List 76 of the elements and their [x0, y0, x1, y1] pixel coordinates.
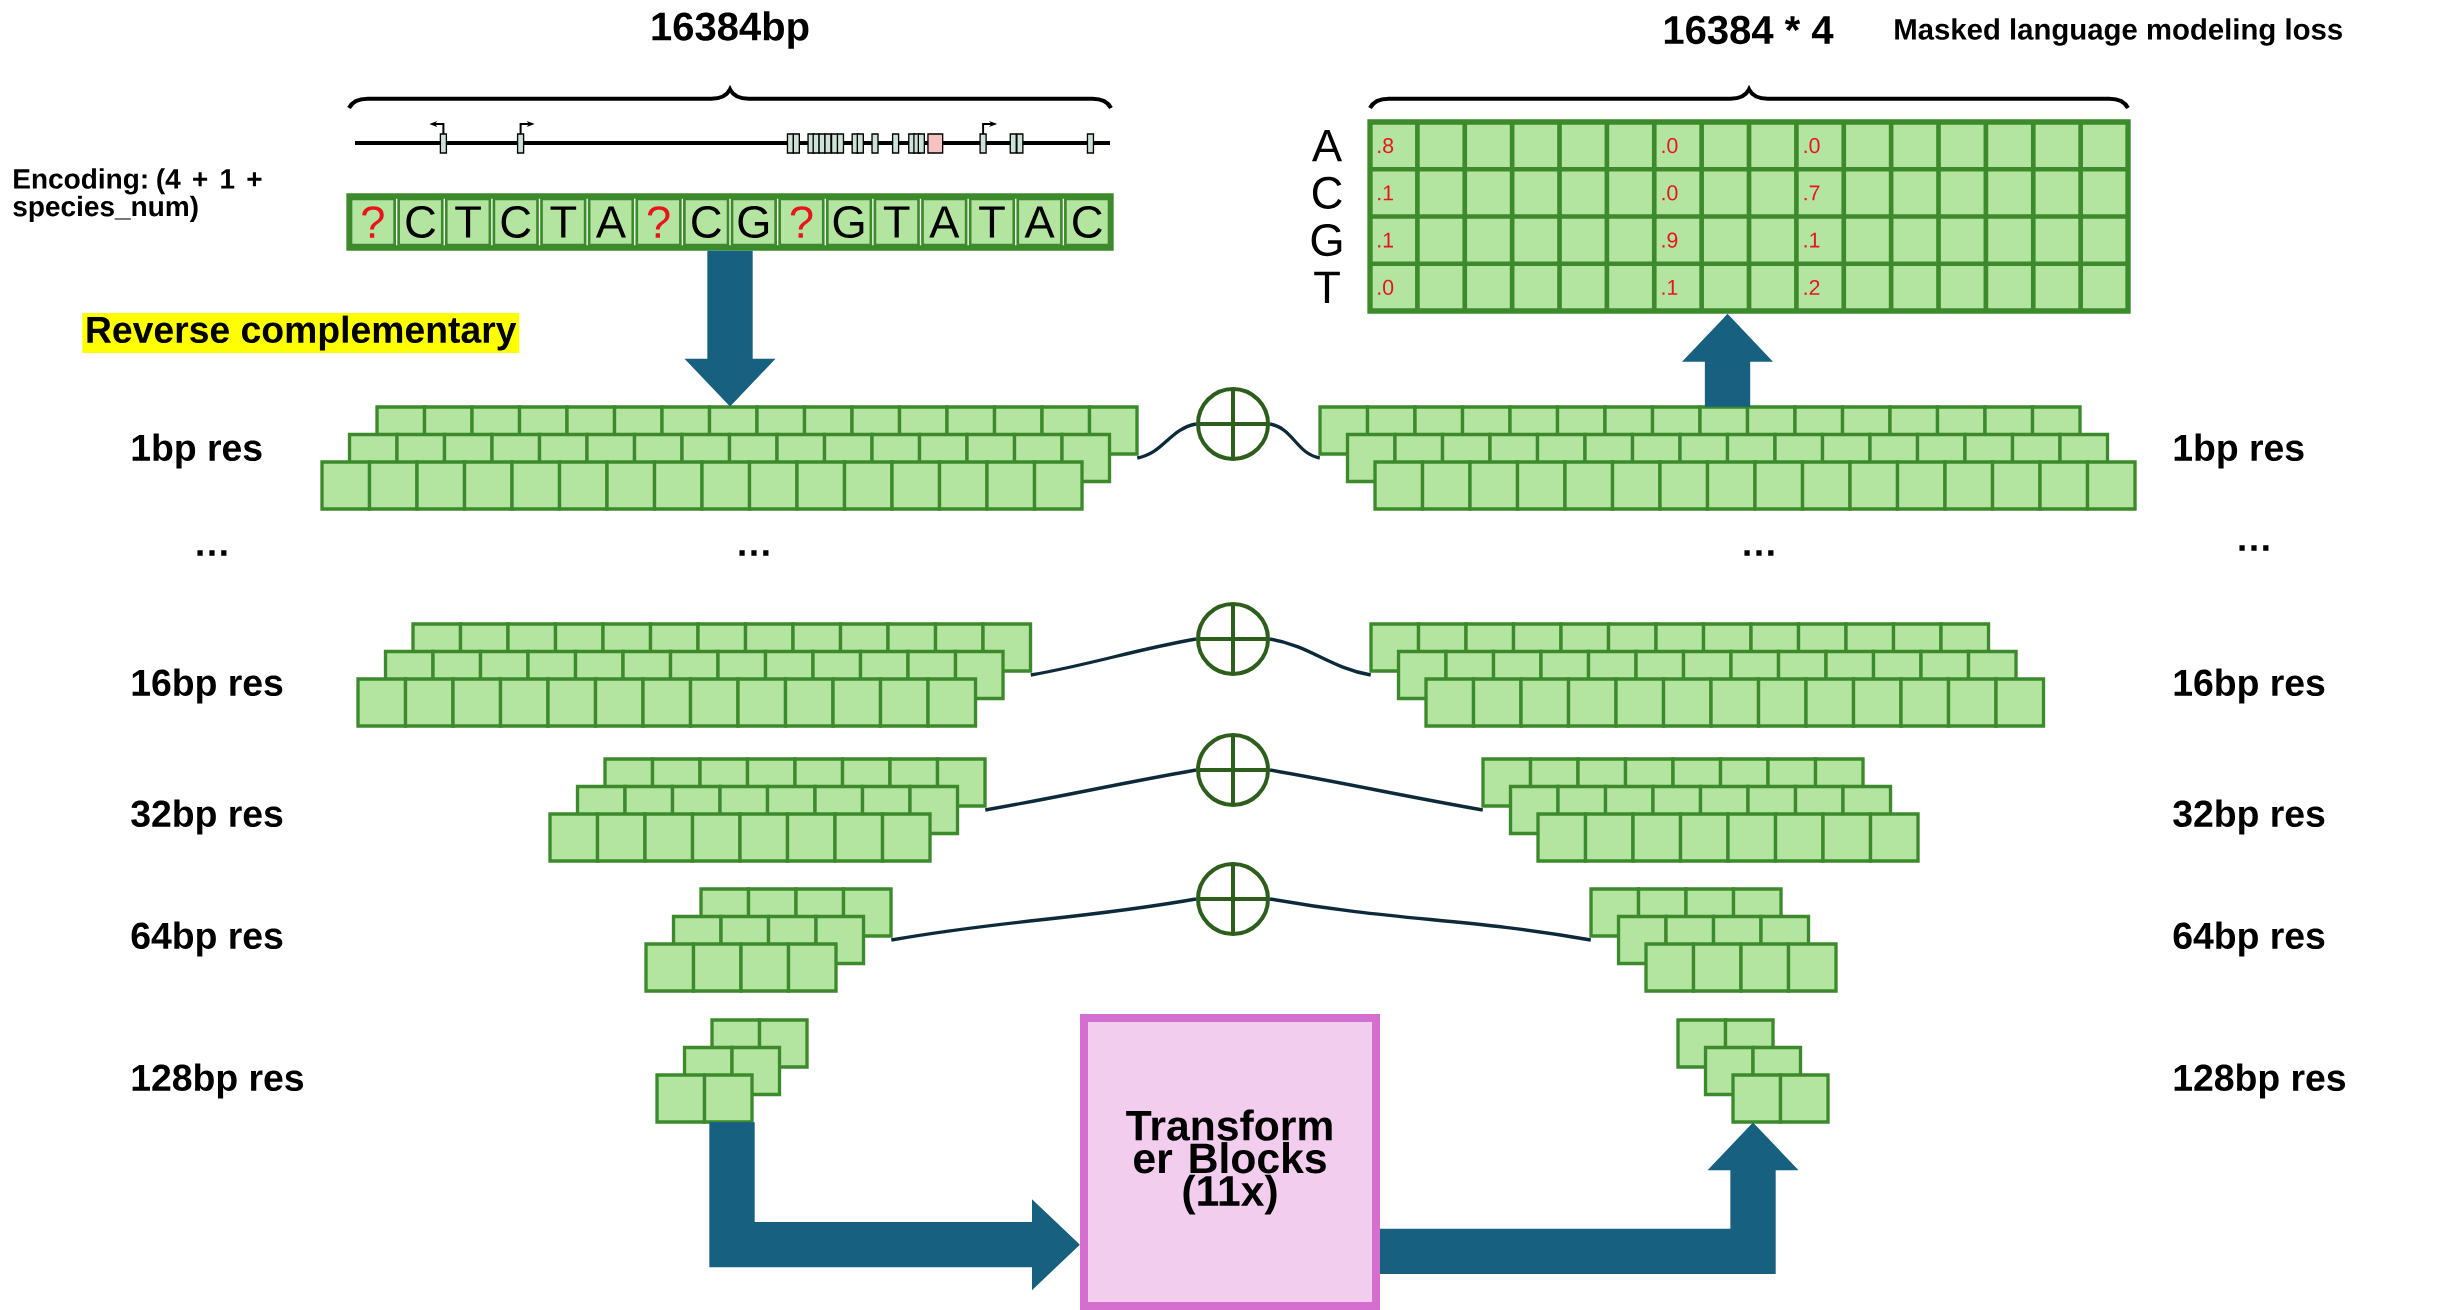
- ellipsis: …: [197, 550, 227, 556]
- loss-label: Masked language modeling loss: [1895, 18, 2342, 46]
- nucleotide-cell: T: [540, 197, 587, 247]
- skip-connection-line: [1030, 637, 1197, 677]
- feature-map-stack: [1369, 622, 2046, 728]
- skip-connection-line: [1269, 768, 1484, 812]
- base-letter: A: [1312, 130, 1343, 162]
- feature-map-stack: [655, 1018, 809, 1124]
- feature-map-stack: [1589, 887, 1838, 993]
- ellipsis: …: [1744, 550, 1774, 556]
- skip-connection-line: [1136, 422, 1197, 460]
- nucleotide-cell: T: [873, 197, 920, 247]
- nucleotide-cell: C: [492, 197, 539, 247]
- probability-value: .8: [1378, 138, 1394, 154]
- resolution-label: 128bp res: [132, 1063, 304, 1099]
- nucleotide-cell: ?: [635, 197, 682, 247]
- probability-value: .7: [1804, 185, 1820, 201]
- feature-map-stack: [548, 757, 987, 863]
- nucleotide-cell: T: [444, 197, 492, 247]
- sequence-strip: [346, 193, 1114, 251]
- resolution-label: 32bp res: [131, 799, 283, 835]
- probability-value: .0: [1662, 138, 1678, 154]
- probability-value: .2: [1804, 279, 1820, 295]
- ellipsis: …: [739, 550, 769, 556]
- probability-value: .0: [1378, 279, 1394, 295]
- feature-map-stack: [356, 622, 1033, 728]
- feature-map-stack: [1481, 757, 1920, 863]
- nucleotide-cell: A: [587, 197, 635, 247]
- transformer-box: Transform er Blocks (11x): [1080, 1014, 1380, 1310]
- resolution-label: 1bp res: [2174, 433, 2304, 469]
- feature-map-stack: [1318, 405, 2137, 511]
- skip-connection-line: [1269, 897, 1592, 942]
- length-label: 16384bp: [652, 11, 809, 49]
- nucleotide-cell: T: [968, 197, 1016, 247]
- resolution-label: 64bp res: [131, 921, 283, 957]
- skip-connection-line: [1269, 637, 1372, 677]
- resolution-label: 16bp res: [2174, 668, 2325, 704]
- nucleotide-cell: C: [397, 197, 444, 247]
- resolution-label: 64bp res: [2173, 921, 2325, 957]
- skip-connection-line: [985, 768, 1197, 812]
- probability-value: .9: [1662, 232, 1678, 248]
- feature-map-stack: [320, 405, 1139, 511]
- probability-value: .0: [1662, 185, 1678, 201]
- skip-connection-line: [891, 897, 1197, 942]
- nucleotide-cell: G: [730, 197, 777, 247]
- highlighted-label: Reverse complementary: [82, 312, 520, 354]
- nucleotide-cell: A: [921, 197, 968, 247]
- nucleotide-cell: C: [1064, 197, 1111, 247]
- probability-value: .1: [1378, 232, 1393, 248]
- probability-value: .1: [1662, 280, 1678, 295]
- probability-grid: [1367, 119, 2131, 314]
- length-label: 16384 * 4: [1664, 15, 1834, 45]
- plus-circle: [1196, 387, 1270, 461]
- nucleotide-cell: ?: [778, 197, 825, 247]
- probability-value: .1: [1378, 185, 1393, 201]
- encoding-label: Encoding: (4 + 1 + species_num): [13, 168, 262, 222]
- resolution-label: 1bp res: [132, 433, 262, 469]
- plus-circle: [1196, 602, 1270, 676]
- ellipsis: …: [2239, 545, 2269, 551]
- base-letter: G: [1311, 224, 1342, 257]
- nucleotide-cell: G: [825, 197, 873, 247]
- resolution-label: 32bp res: [2173, 799, 2325, 835]
- probability-value: .1: [1804, 232, 1820, 248]
- base-letter: C: [1312, 176, 1342, 209]
- feature-map-stack: [1676, 1018, 1830, 1124]
- plus-circle: [1196, 862, 1270, 936]
- resolution-label: 128bp res: [2174, 1063, 2346, 1099]
- feature-map-stack: [644, 887, 893, 993]
- nucleotide-cell: ?: [349, 197, 396, 247]
- base-letter: T: [1314, 271, 1340, 303]
- resolution-label: 16bp res: [132, 668, 283, 704]
- nucleotide-cell: C: [683, 197, 730, 247]
- plus-circle: [1196, 733, 1270, 807]
- probability-value: .0: [1804, 138, 1820, 154]
- skip-connection-line: [1269, 422, 1321, 460]
- nucleotide-cell: A: [1016, 197, 1063, 247]
